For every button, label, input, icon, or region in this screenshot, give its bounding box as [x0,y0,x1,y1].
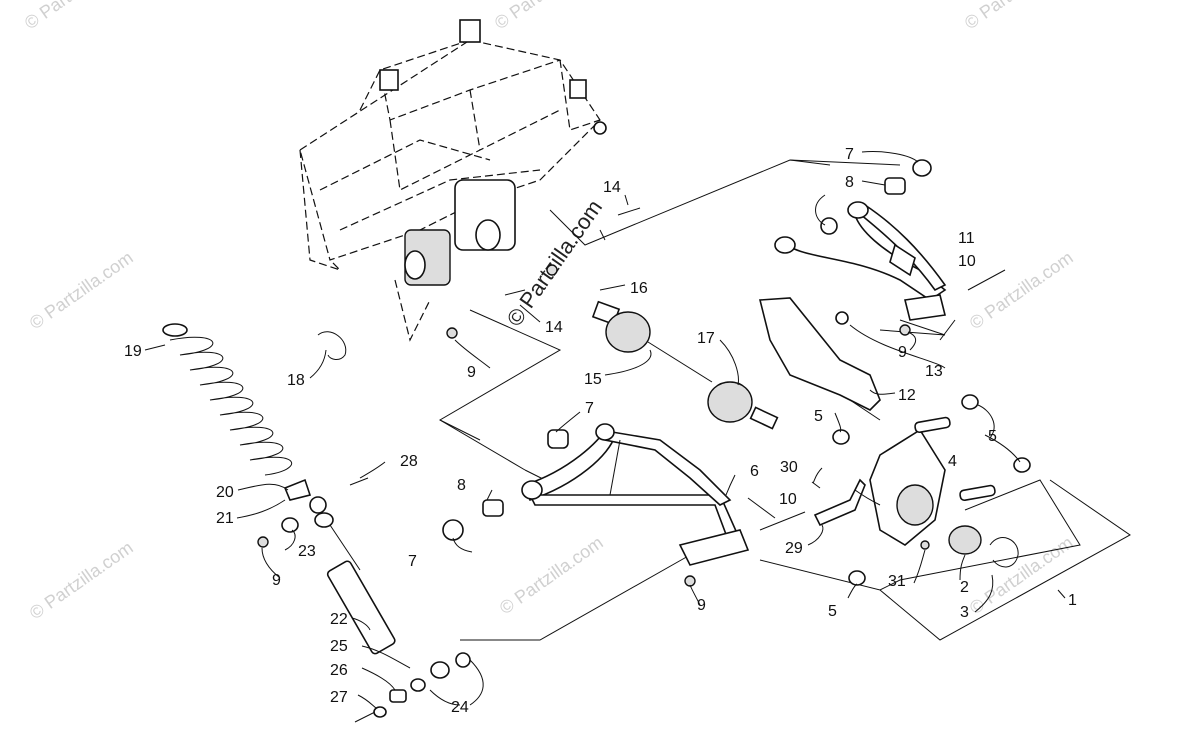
callout-25: 25 [330,638,348,655]
callout-6: 6 [750,463,759,480]
callout-7: 7 [585,400,594,417]
watermark: © Partzilla.com [496,532,607,618]
callout-3: 3 [960,604,969,621]
callout-12: 12 [898,387,916,404]
callout-4: 4 [948,453,957,470]
callout-28: 28 [400,453,418,470]
bolts [349,207,1006,723]
center-watermark: © Partzilla.com [502,195,608,331]
callouts: 1 2 3 4 5 5 5 6 7 7 7 8 8 9 9 9 9 10 10 … [124,146,1077,716]
cv-guard [758,297,881,411]
lower-bushings [442,429,569,541]
callout-14: 14 [545,319,563,336]
callout-27: 27 [330,689,348,706]
callout-29: 29 [785,540,803,557]
callout-9: 9 [898,344,907,361]
frame-hook [593,121,607,135]
callout-9: 9 [697,597,706,614]
callout-5: 5 [988,428,997,445]
watermark: © Partzilla.com [966,247,1077,333]
callout-23: 23 [298,543,316,560]
callout-20: 20 [216,484,234,501]
callout-5: 5 [828,603,837,620]
gearcase-flange [404,250,426,280]
frame [299,19,601,342]
frame-details [379,19,607,286]
callout-16: 16 [630,280,648,297]
callout-7: 7 [408,553,417,570]
callout-10: 10 [779,491,797,508]
callout-11: 11 [958,230,975,247]
shock-absorber [281,496,471,718]
callout-10: 10 [958,253,976,270]
watermark: © Partzilla.com [21,0,132,33]
watermark: © Partzilla.com [491,0,602,33]
callout-2: 2 [960,579,969,596]
watermark: © Partzilla.com [26,537,137,623]
callout-8: 8 [457,477,466,494]
frame-mount [459,19,481,43]
callout-22: 22 [330,611,348,628]
upper-bushings [820,159,932,235]
callout-7: 7 [845,146,854,163]
callout-30: 30 [780,459,798,476]
watermark: © Partzilla.com [961,0,1072,33]
steering-knuckle [813,394,1031,586]
gearcase-port [475,219,501,251]
coil-spring [162,323,347,501]
drive-axle [591,300,779,430]
callout-14: 14 [603,179,621,196]
callout-9: 9 [272,572,281,589]
callout-19: 19 [124,343,142,360]
callout-17: 17 [697,330,715,347]
frame-mount [569,79,587,99]
callout-9: 9 [467,364,476,381]
watermark: © Partzilla.com [26,247,137,333]
callout-21: 21 [216,510,234,527]
callout-24: 24 [451,699,469,716]
upper-a-arm [774,201,947,321]
callout-26: 26 [330,662,348,679]
frame-mount [379,69,399,91]
callout-leaders [144,151,1066,709]
callout-5: 5 [814,408,823,425]
callout-13: 13 [925,363,943,380]
callout-15: 15 [584,371,602,388]
callout-18: 18 [287,372,305,389]
callout-31: 31 [888,573,906,590]
callout-1: 1 [1068,592,1077,609]
callout-8: 8 [845,174,854,191]
lower-a-arm [521,423,750,566]
